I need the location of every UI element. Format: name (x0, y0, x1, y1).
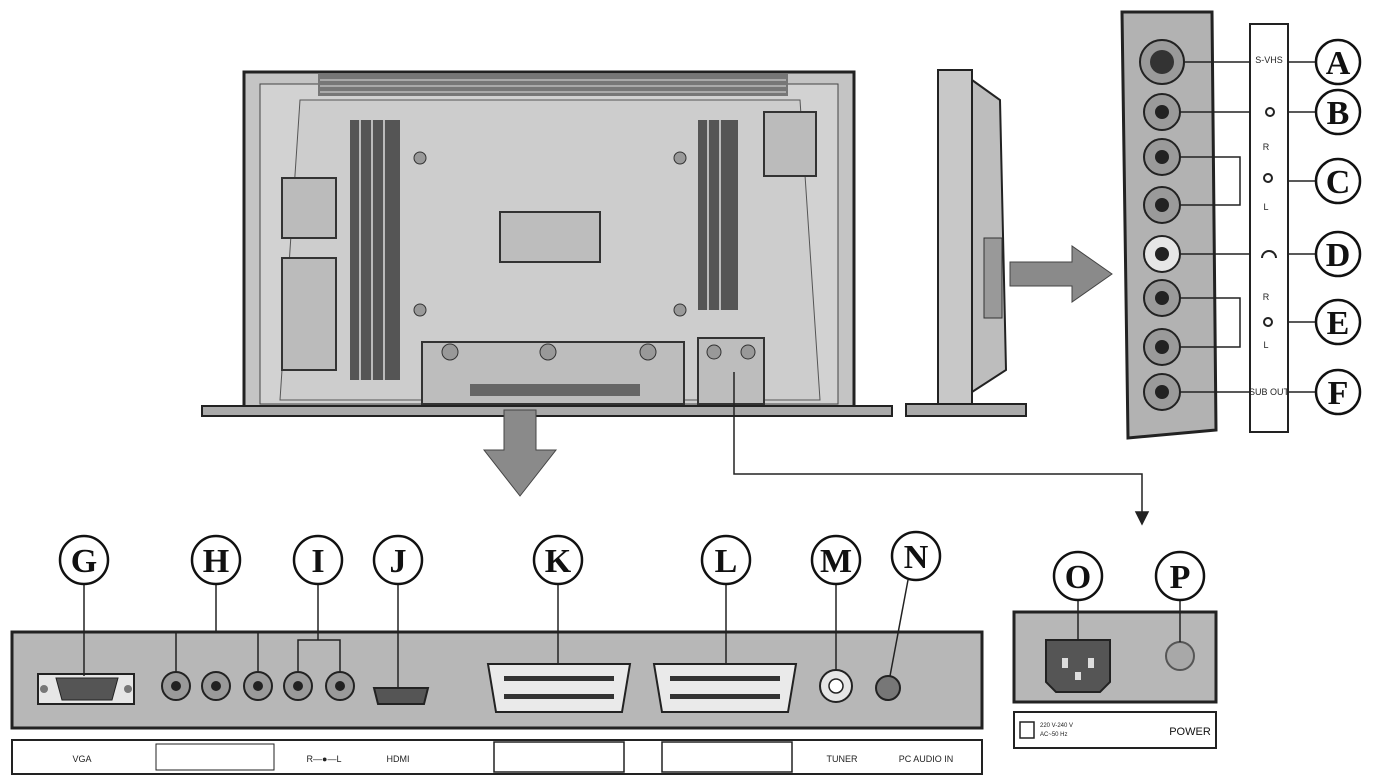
svg-text:I: I (311, 543, 324, 580)
tuner-label: TUNER (827, 754, 858, 764)
svg-text:A: A (1326, 45, 1351, 82)
side-connector-panel: S-VHS SUB OUT R L R L (1120, 10, 1318, 440)
callout-f: F (1314, 368, 1362, 416)
pc-audio-port (875, 675, 901, 701)
svg-text:E: E (1327, 305, 1350, 342)
mount-plate (499, 211, 601, 263)
callout-n: N (890, 530, 942, 582)
callout-e: E (1314, 298, 1362, 346)
svg-text:B: B (1327, 95, 1350, 132)
svg-text:O: O (1065, 559, 1091, 596)
callout-h: H (190, 534, 242, 586)
callout-g: G (58, 534, 110, 586)
video-in-icon (1265, 107, 1275, 117)
c-right-label: R (1263, 142, 1270, 152)
e-left-label: L (1263, 340, 1268, 350)
audio-rl-label: R—●—L (307, 754, 342, 764)
power-socket (1045, 639, 1111, 693)
hdmi-label: HDMI (387, 754, 410, 764)
svg-text:K: K (545, 543, 572, 580)
svg-text:J: J (390, 543, 407, 580)
power-button (1165, 641, 1195, 671)
bottom-label-strip (11, 739, 983, 775)
tuner-port (819, 669, 853, 703)
side-label-strip (1249, 23, 1289, 433)
callout-i: I (292, 534, 344, 586)
right-vent (698, 120, 738, 310)
left-vent (350, 120, 400, 380)
headphone-icon (1261, 250, 1277, 259)
callout-l: L (700, 534, 752, 586)
tv-rear-view (201, 70, 893, 417)
svg-text:L: L (715, 543, 738, 580)
svhs-label: S-VHS (1255, 55, 1283, 65)
pc-audio-label: PC AUDIO IN (899, 754, 954, 764)
vga-label: VGA (72, 754, 91, 764)
voltage-label-2: AC~50 Hz (1040, 732, 1068, 738)
component-jacks (161, 671, 273, 701)
callout-p: P (1154, 550, 1206, 602)
power-label-strip (1013, 711, 1217, 749)
callout-a: A (1314, 38, 1362, 86)
audio-in-icon (1263, 173, 1273, 183)
power-label: POWER (1169, 726, 1211, 738)
svg-text:P: P (1170, 559, 1191, 596)
callout-j: J (372, 534, 424, 586)
audio-out-icon (1263, 317, 1273, 327)
hdmi-port (372, 687, 430, 705)
callout-m: M (810, 534, 862, 586)
arrow-to-side-panel (1009, 245, 1113, 303)
vga-port (37, 673, 135, 705)
callout-letters: A B C D E F G H I J K L M N O P (58, 38, 1362, 602)
callout-c: C (1314, 157, 1362, 205)
bottom-connector-panel: VGA R—●—L HDMI TUNER PC AUDIO IN (10, 579, 984, 775)
top-vent (318, 74, 788, 96)
e-right-label: R (1263, 292, 1270, 302)
svg-text:C: C (1326, 164, 1351, 201)
callout-k: K (532, 534, 584, 586)
callout-b: B (1314, 88, 1362, 136)
leader-to-power-panel (733, 372, 1150, 526)
svg-text:D: D (1326, 237, 1351, 274)
svg-text:G: G (71, 543, 97, 580)
audio-jacks (283, 671, 355, 701)
tv-side-view (905, 69, 1027, 417)
voltage-label-1: 220 V-240 V (1040, 723, 1073, 729)
svg-text:N: N (904, 539, 929, 576)
arrow-to-bottom-panel (482, 409, 558, 497)
svg-text:F: F (1328, 375, 1349, 412)
callout-d: D (1314, 230, 1362, 278)
scart-2-port (652, 663, 798, 713)
power-connector-panel: 220 V-240 V AC~50 Hz POWER (1012, 600, 1218, 749)
callout-o: O (1052, 550, 1104, 602)
subout-label: SUB OUT (1249, 387, 1290, 397)
stand-base (201, 405, 893, 417)
svg-text:H: H (203, 543, 229, 580)
c-left-label: L (1263, 202, 1268, 212)
scart-1-port (486, 663, 632, 713)
svg-text:M: M (820, 543, 852, 580)
